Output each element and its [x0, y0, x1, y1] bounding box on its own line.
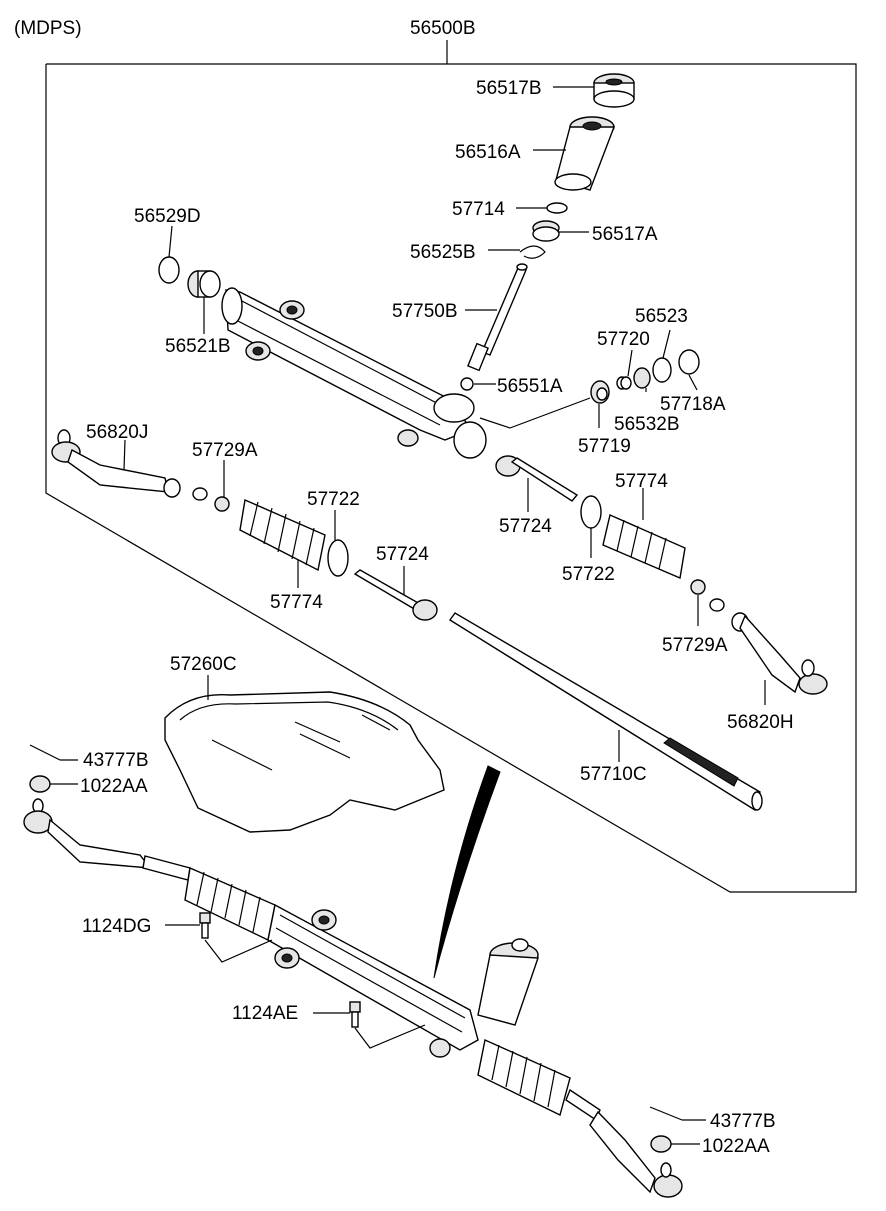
part-56532B-plug	[633, 367, 651, 389]
assembly-number-label: 56500B	[410, 18, 476, 39]
label-57724-right: 57724	[499, 516, 552, 537]
assembly-arrow	[433, 765, 501, 979]
label-57719: 57719	[578, 436, 631, 457]
part-57724-inner-tie-rod-center	[353, 569, 438, 621]
label-1022AA-right: 1022AA	[702, 1136, 770, 1157]
part-56820H-tie-rod-end-right	[731, 612, 828, 695]
label-57724-center: 57724	[376, 544, 429, 565]
part-56517A-bearing	[532, 220, 560, 242]
part-57718A-seal	[678, 349, 700, 375]
label-56517B: 56517B	[476, 78, 542, 99]
label-43777B-right: 43777B	[710, 1111, 776, 1132]
label-57714: 57714	[452, 199, 505, 220]
assembly-boundary	[45, 63, 857, 893]
label-57774-right: 57774	[615, 471, 668, 492]
label-57729A-left: 57729A	[192, 440, 258, 461]
label-57774-left: 57774	[270, 592, 323, 613]
variant-label: (MDPS)	[14, 18, 82, 39]
part-56523-nut	[652, 357, 672, 383]
part-56820J-tie-rod-end-left	[51, 429, 181, 498]
part-57729A-right-nut	[690, 579, 706, 595]
part-56516A-housing	[554, 116, 616, 191]
label-57722-right: 57722	[562, 564, 615, 585]
part-lower-tie-rod-end-right	[565, 1088, 683, 1198]
label-56516A: 56516A	[455, 142, 521, 163]
part-1022AA-right-nut	[650, 1135, 672, 1153]
part-lower-pinion-housing	[477, 938, 539, 1026]
part-lower-boot-left	[184, 866, 276, 942]
part-56529D-ring	[158, 256, 180, 284]
label-57260C: 57260C	[170, 654, 237, 675]
part-57722-clamp-right	[580, 495, 602, 529]
label-57729A-right: 57729A	[662, 635, 728, 656]
label-1022AA-left: 1022AA	[80, 776, 148, 797]
part-56521B-bushing	[187, 270, 221, 298]
part-1124AE-bolt	[349, 1001, 361, 1028]
label-1124DG: 1124DG	[82, 916, 151, 937]
label-56820J: 56820J	[86, 422, 148, 443]
part-56525B-snap-ring	[519, 245, 546, 259]
label-56820H: 56820H	[727, 712, 794, 733]
part-56551A-plug	[460, 377, 474, 391]
part-57260C-heat-shield	[164, 691, 445, 833]
part-lower-tie-rod-end-left	[23, 798, 191, 881]
part-57720-spring	[616, 376, 632, 390]
part-57724-inner-tie-rod-right	[495, 455, 579, 502]
part-57719-yoke	[590, 380, 610, 404]
part-57774-boot-left	[239, 498, 326, 572]
part-57710C-rack-bar	[448, 612, 763, 812]
part-57729A-left-nut	[214, 496, 230, 512]
part-1022AA-left-nut	[29, 775, 51, 793]
part-56517B-cap	[593, 73, 635, 108]
part-57750B-shaft	[467, 263, 528, 372]
label-56551A: 56551A	[497, 376, 563, 397]
label-57720: 57720	[597, 329, 650, 350]
label-1124AE: 1124AE	[232, 1003, 298, 1024]
part-1124DG-bolt	[199, 912, 211, 939]
label-56517A: 56517A	[592, 224, 658, 245]
label-57718A: 57718A	[660, 394, 726, 415]
part-43777B-left-pin	[29, 744, 61, 761]
label-56532B: 56532B	[614, 414, 680, 435]
part-lower-boot-right	[477, 1039, 571, 1117]
label-56521B: 56521B	[165, 336, 231, 357]
label-56523: 56523	[635, 306, 688, 327]
part-lower-rack-housing	[267, 903, 479, 1058]
part-57774-boot-right	[602, 514, 686, 579]
part-rack-housing-upper	[221, 287, 487, 459]
label-56529D: 56529D	[134, 206, 201, 227]
label-43777B-left: 43777B	[83, 750, 149, 771]
part-43777B-right-pin	[649, 1106, 683, 1121]
label-57710C: 57710C	[580, 764, 647, 785]
label-57722-left: 57722	[307, 489, 360, 510]
part-57714-washer	[546, 202, 568, 214]
label-57750B: 57750B	[392, 301, 458, 322]
part-57722-clamp-left	[327, 539, 349, 577]
label-56525B: 56525B	[410, 242, 476, 263]
